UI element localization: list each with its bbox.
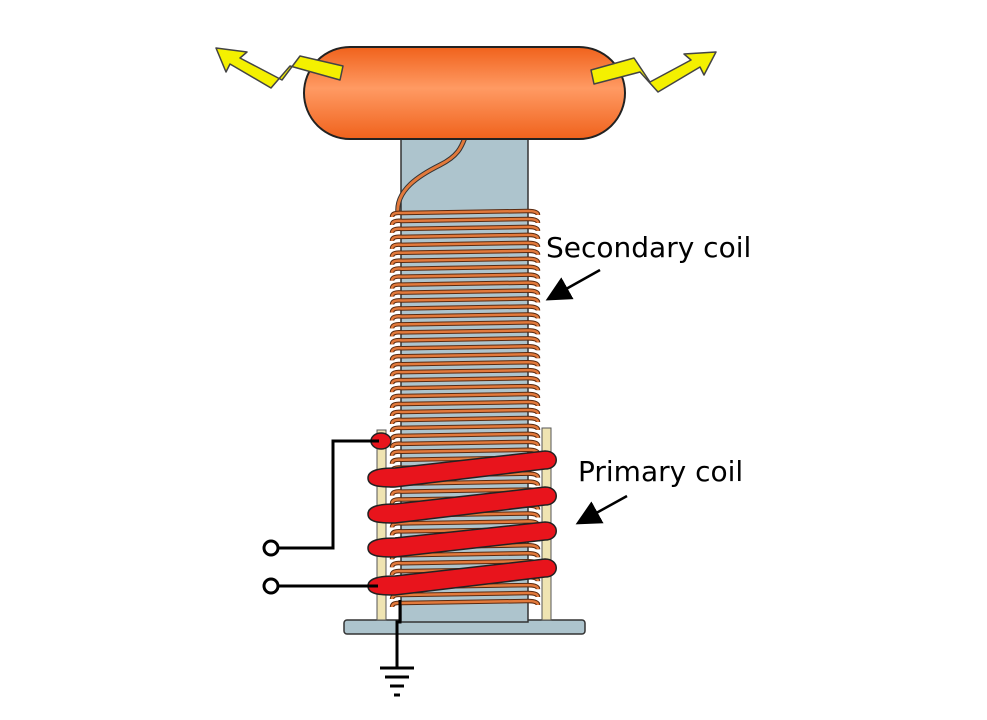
support-post-left — [376, 429, 387, 621]
secondary-turn-highlight — [390, 241, 540, 249]
secondary-turn-highlight — [390, 376, 540, 385]
secondary-turn-highlight — [390, 305, 540, 313]
secondary-turn-highlight — [390, 313, 540, 321]
ground-symbol — [380, 666, 414, 697]
spark-right — [590, 51, 717, 93]
secondary-turn-highlight — [390, 225, 540, 234]
secondary-turn-highlight — [390, 424, 540, 433]
secondary-turn-highlight — [390, 273, 540, 281]
secondary-turn-highlight — [390, 257, 540, 265]
toroid-top-load — [303, 46, 626, 140]
primary-turn — [367, 521, 557, 558]
secondary-turn-highlight — [390, 400, 540, 409]
secondary-coil-label: Secondary coil — [546, 231, 752, 264]
secondary-turn-highlight — [390, 265, 540, 273]
primary-feed-wire-top — [272, 439, 379, 550]
secondary-turn-highlight — [390, 360, 540, 369]
secondary-turn-highlight — [390, 408, 540, 417]
secondary-turn-highlight — [390, 249, 540, 257]
secondary-turn-highlight — [390, 217, 540, 226]
secondary-turn-highlight — [390, 353, 540, 361]
secondary-turn-highlight — [390, 591, 540, 600]
primary-coil-label: Primary coil — [578, 455, 744, 488]
secondary-turn-highlight — [390, 599, 540, 608]
secondary-turn-highlight — [390, 321, 540, 329]
secondary-turn-highlight — [390, 337, 540, 345]
secondary-turn-highlight — [390, 440, 540, 448]
ground-lead — [395, 600, 402, 668]
terminal-bottom — [262, 577, 280, 595]
secondary-turn-highlight — [390, 289, 540, 297]
primary-turn — [367, 450, 557, 488]
secondary-turn-highlight — [390, 281, 540, 289]
terminal-top — [262, 539, 280, 557]
secondary-turn-highlight — [390, 329, 540, 337]
secondary-turn-highlight — [390, 368, 540, 377]
secondary-turn-highlight — [390, 233, 540, 242]
primary-turn — [367, 558, 557, 596]
spark-left — [215, 47, 344, 89]
primary-coil-arrow — [575, 494, 628, 525]
secondary-turn-highlight — [390, 345, 540, 353]
secondary-turn-highlight — [390, 392, 540, 401]
secondary-turn-highlight — [390, 384, 540, 393]
secondary-turn-highlight — [390, 416, 540, 425]
secondary-turn-highlight — [390, 432, 540, 441]
secondary-coil-arrow — [545, 268, 601, 301]
primary-coil-winding — [367, 450, 557, 596]
secondary-turn-highlight — [390, 297, 540, 305]
secondary-turn-highlight — [390, 209, 540, 218]
primary-turn — [367, 486, 557, 524]
